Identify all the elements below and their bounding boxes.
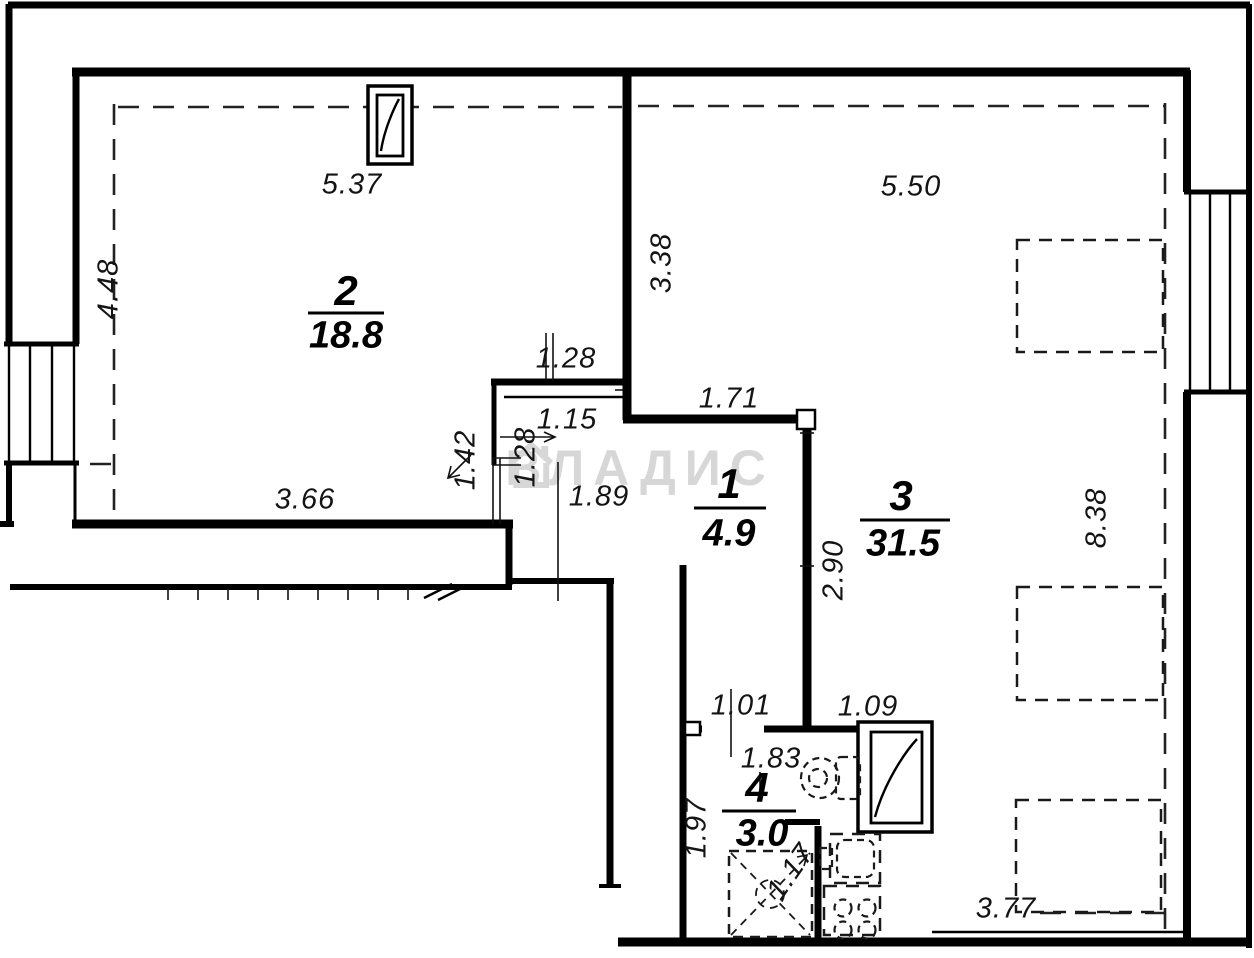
dim-niche-top-width: 1.28	[535, 342, 597, 375]
room1-area: 4.9	[702, 512, 756, 555]
toilet	[799, 755, 862, 801]
furniture-box-middle	[1015, 585, 1165, 702]
wall-end-cap	[795, 408, 817, 431]
dim-shaft-width: 1.09	[837, 690, 899, 723]
dim-room2-bottom-width: 3.66	[274, 483, 336, 516]
dim-hall-right-height: 2.90	[817, 539, 850, 601]
dim-room3-top-width: 5.50	[880, 170, 942, 203]
kitchen-sink	[818, 832, 882, 885]
dim-niche-left-height: 1.42	[449, 429, 482, 491]
room4-number: 4	[745, 764, 769, 811]
room-label-fraction-lines	[308, 311, 950, 813]
dim-hall-width: 1.89	[568, 480, 630, 513]
dim-room3-right-height: 8.38	[1080, 487, 1113, 549]
watermark: ВЛАДИС	[505, 439, 775, 497]
dim-room2-left-height: 4.48	[92, 258, 125, 320]
room1-number: 1	[717, 460, 741, 507]
room4-area: 3.0	[735, 812, 789, 855]
furniture-box-top	[1015, 238, 1165, 354]
dim-bathroom-width: 1.83	[740, 742, 802, 775]
furniture-box-bottom	[1014, 798, 1163, 914]
bathroom-walls	[683, 720, 862, 944]
room2-bottom-and-balcony	[10, 519, 513, 602]
dim-hall-top-width: 1.71	[698, 382, 760, 415]
room2-number: 2	[334, 267, 358, 314]
watermark-house-icon	[509, 440, 554, 488]
room3-area: 31.5	[866, 522, 940, 565]
vent-shaft-symbol-top	[366, 84, 414, 166]
bottom-wall	[618, 930, 1250, 947]
dim-niche-inner-height: 1.28	[509, 426, 542, 488]
room2-area: 18.8	[309, 314, 383, 357]
break-mark	[437, 584, 467, 602]
room3-number: 3	[889, 472, 913, 519]
dim-room2-top-width: 5.37	[321, 168, 383, 201]
interior-walls	[491, 70, 817, 944]
furniture-boxes	[1014, 238, 1165, 914]
dim-room3-strip-height: 3.38	[645, 232, 678, 294]
dim-bathroom-height: 1.97	[680, 797, 713, 859]
dim-niche-inner-width: 1.15	[536, 403, 598, 436]
right-window	[1183, 70, 1252, 945]
vent-shaft-symbol	[856, 720, 934, 834]
left-window	[0, 341, 79, 527]
dimension-leaders	[446, 431, 761, 791]
shower	[727, 849, 814, 939]
stove	[822, 884, 882, 940]
break-mark	[423, 582, 453, 600]
dim-room3-bottom-width: 3.77	[975, 892, 1037, 925]
wall-end-cap	[683, 720, 702, 737]
dim-bathroom-door-width: 1.01	[710, 689, 772, 722]
